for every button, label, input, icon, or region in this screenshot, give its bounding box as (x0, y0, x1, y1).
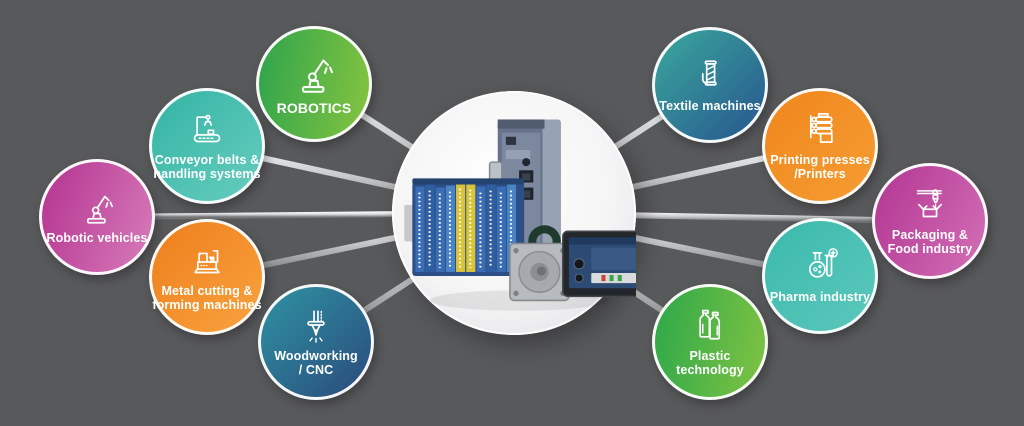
pharma-flask-icon (808, 247, 838, 278)
hub-products-image (404, 119, 636, 311)
cnc-spindle-icon (307, 309, 325, 343)
node-label: Woodworking / CNC (274, 348, 358, 377)
plc-io-modules-image (404, 178, 525, 277)
node-label: Textile machines (659, 98, 761, 113)
node-packaging-food: Packaging & Food industry (872, 163, 988, 279)
node-pharma-industry: Pharma industry (762, 218, 878, 334)
servo-motor-image (509, 242, 570, 302)
node-label: Printing presses /Printers (770, 152, 870, 181)
node-conveyor-belts: Conveyor belts & handling systems (149, 88, 265, 204)
node-label: Plastic technology (676, 348, 744, 377)
central-hub (392, 91, 636, 335)
node-robotic-vehicles: Robotic vehicles (39, 159, 155, 275)
node-label: Conveyor belts & handling systems (153, 152, 261, 181)
node-label: Robotic vehicles (46, 230, 148, 245)
node-printing-presses: Printing presses /Printers (762, 88, 878, 204)
robot-arm-icon (86, 195, 113, 224)
conveyor-belt-icon (193, 114, 221, 142)
node-label: Packaging & Food industry (887, 227, 973, 256)
plastic-bottles-icon (699, 309, 721, 340)
node-textile-machines: Textile machines (652, 27, 768, 143)
node-plastic-technology: Plastic technology (652, 284, 768, 400)
node-label: Pharma industry (769, 289, 871, 304)
node-robotics: ROBOTICS (256, 26, 372, 142)
node-label: ROBOTICS (276, 99, 352, 116)
node-woodworking-cnc: Woodworking / CNC (258, 284, 374, 400)
printing-press-icon (809, 112, 833, 143)
thread-spool-icon (701, 59, 717, 86)
node-label: Metal cutting & forming machines (152, 283, 262, 312)
robot-arm-icon (302, 59, 333, 93)
packaging-robot-icon (916, 188, 943, 217)
hmi-touch-panel-image (562, 230, 636, 298)
metal-machine-icon (194, 249, 220, 273)
node-metal-cutting: Metal cutting & forming machines (149, 219, 265, 335)
